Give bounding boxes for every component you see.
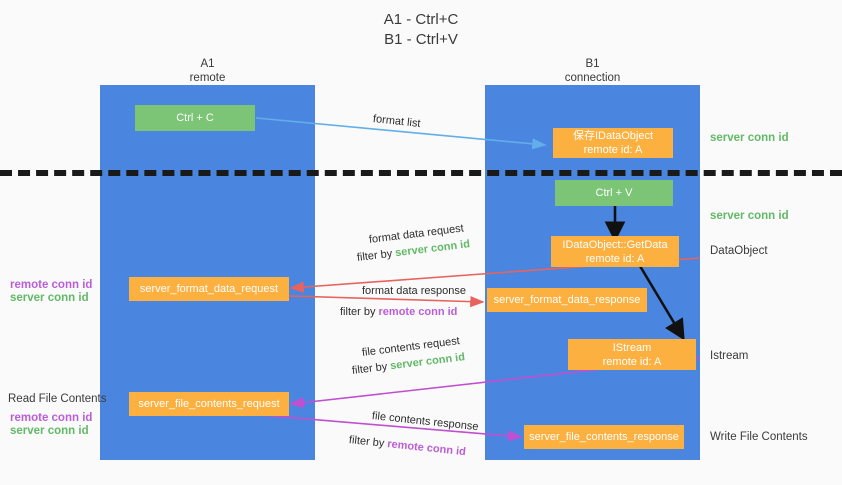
label-filter-by-1-text: filter by: [356, 247, 393, 264]
label-file-contents-response: file contents response: [371, 410, 479, 433]
label-server-conn-id-mid: server conn id: [710, 210, 789, 222]
label-remote-conn-id-1-text: remote conn id: [10, 279, 93, 291]
lane-b-name: B1: [585, 58, 600, 70]
title-line-1: A1 - Ctrl+C: [383, 11, 459, 28]
label-istream-text: Istream: [710, 350, 749, 362]
box-save-idataobject-line1: 保存IDataObject: [572, 130, 654, 142]
label-remote-conn-id-2-text: remote conn id: [10, 412, 93, 424]
label-format-list: format list: [372, 113, 421, 130]
box-save-idataobject-line2: remote id: A: [583, 144, 643, 156]
box-server-format-data-request[interactable]: server_format_data_request: [129, 277, 289, 301]
box-istream-line1: IStream: [612, 341, 652, 354]
lane-header-a1: A1 remote: [100, 57, 315, 85]
label-remote-conn-id-2: remote conn id: [10, 412, 92, 424]
label-write-file-contents-text: Write File Contents: [710, 431, 808, 443]
box-server-format-data-request-label: server_format_data_request: [139, 283, 279, 295]
label-server-conn-id-2: server conn id: [10, 425, 89, 437]
label-filter-by-remote-conn-id-2: filter by remote conn id: [348, 434, 466, 458]
label-format-list-text: format list: [372, 113, 422, 130]
box-getdata-line2: remote id: A: [585, 252, 645, 265]
label-filter-by-4-text: filter by: [348, 434, 385, 450]
label-read-file-contents-text: Read File Contents: [8, 393, 107, 405]
box-save-idataobject[interactable]: 保存IDataObject remote id: A: [553, 128, 673, 158]
box-ctrl-c[interactable]: Ctrl + C: [135, 105, 255, 131]
box-ctrl-c-label: Ctrl + C: [176, 112, 214, 124]
box-istream-line2: remote id: A: [602, 355, 662, 368]
box-server-file-contents-request[interactable]: server_file_contents_request: [129, 392, 289, 416]
box-server-file-contents-response-label: server_file_contents_response: [529, 431, 679, 443]
label-dataobject: DataObject: [710, 245, 768, 257]
box-getdata-line1: IDataObject::GetData: [562, 238, 668, 251]
label-server-conn-id-top-text: server conn id: [710, 132, 789, 144]
label-filter-by-3-text: filter by: [351, 360, 388, 377]
box-server-format-data-response[interactable]: server_format_data_response: [487, 288, 647, 312]
box-istream[interactable]: IStream remote id: A: [568, 339, 696, 370]
label-server-conn-id-mid-text: server conn id: [710, 210, 789, 222]
label-server-conn-id-top: server conn id: [710, 132, 789, 144]
box-server-format-data-response-label: server_format_data_response: [493, 294, 641, 306]
lane-a-sub: remote: [189, 72, 226, 84]
page-title: A1 - Ctrl+C B1 - Ctrl+V: [0, 10, 842, 50]
label-filter-by-remote-conn-id-1: filter by remote conn id: [340, 306, 457, 318]
label-format-data-response: format data response: [362, 285, 466, 297]
label-filter-by-4-target: remote conn id: [386, 438, 467, 459]
label-read-file-contents: Read File Contents: [8, 393, 106, 405]
label-write-file-contents: Write File Contents: [710, 431, 808, 443]
label-server-conn-id-1: server conn id: [10, 292, 89, 304]
label-filter-by-2-target: remote conn id: [378, 306, 458, 318]
title-line-2: B1 - Ctrl+V: [384, 31, 458, 48]
lane-a-name: A1: [200, 58, 215, 70]
divider-dashed-line: [0, 170, 842, 176]
label-filter-by-2-text: filter by: [340, 306, 376, 318]
label-server-conn-id-2-text: server conn id: [10, 425, 89, 437]
box-server-file-contents-request-label: server_file_contents_request: [138, 398, 280, 410]
box-idataobject-getdata[interactable]: IDataObject::GetData remote id: A: [551, 236, 679, 267]
label-remote-conn-id-1: remote conn id: [10, 279, 92, 291]
box-ctrl-v-label: Ctrl + V: [595, 187, 633, 199]
label-server-conn-id-1-text: server conn id: [10, 292, 89, 304]
label-dataobject-text: DataObject: [710, 245, 768, 257]
label-format-data-response-text: format data response: [362, 285, 466, 297]
box-server-file-contents-response[interactable]: server_file_contents_response: [524, 425, 684, 449]
lane-header-b1: B1 connection: [485, 57, 700, 85]
label-istream: Istream: [710, 350, 748, 362]
label-filter-by-3-target: server conn id: [389, 351, 466, 373]
label-file-contents-response-text: file contents response: [371, 410, 480, 434]
box-ctrl-v[interactable]: Ctrl + V: [555, 180, 673, 206]
lane-b-sub: connection: [564, 72, 621, 84]
